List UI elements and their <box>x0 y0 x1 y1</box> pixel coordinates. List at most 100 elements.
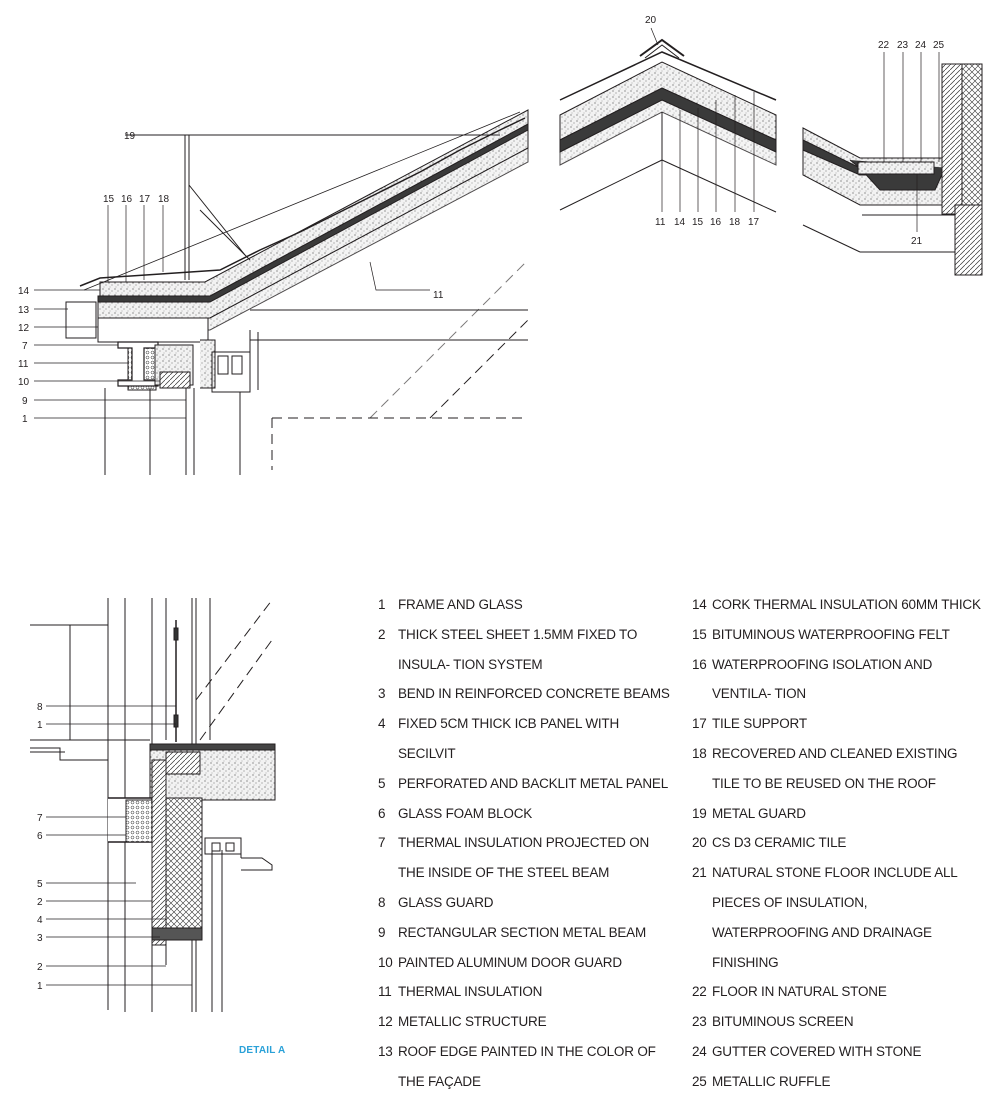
callout-label: 17 <box>748 217 760 228</box>
legend-number: 16 <box>692 656 707 672</box>
callout-label: 5 <box>37 879 43 890</box>
legend-text: BITUMINOUS WATERPROOFING FELT <box>712 626 950 642</box>
legend-text: RECOVERED AND CLEANED EXISTING TILE TO B… <box>712 745 958 791</box>
legend-number: 22 <box>692 984 707 1000</box>
legend-number: 11 <box>378 984 392 1000</box>
legend-item: 9 RECTANGULAR SECTION METAL BEAM <box>378 918 678 948</box>
legend-item: 2 THICK STEEL SHEET 1.5MM FIXED TO INSULA… <box>378 620 678 680</box>
legend-text: GUTTER COVERED WITH STONE <box>712 1043 922 1059</box>
legend-number: 20 <box>692 835 707 851</box>
legend-text: PERFORATED AND BACKLIT METAL PANEL <box>398 775 669 791</box>
legend-number: 4 <box>378 716 386 732</box>
legend-text: ROOF EDGE PAINTED IN THE COLOR OF THE FA… <box>398 1043 656 1089</box>
legend-text: TILE SUPPORT <box>712 716 807 732</box>
legend-item: 12 METALLIC STRUCTURE <box>378 1007 678 1037</box>
callout-label: 7 <box>37 813 43 824</box>
callout-label: 19 <box>124 131 136 142</box>
callout-label: 11 <box>433 290 444 301</box>
legend-number: 7 <box>378 835 386 851</box>
callout-label: 18 <box>158 194 170 205</box>
gutter-callouts: 22 23 24 25 21 <box>878 40 945 247</box>
legend-number: 5 <box>378 775 386 791</box>
legend-item: 13 ROOF EDGE PAINTED IN THE COLOR OF THE … <box>378 1037 678 1097</box>
roof-tiles <box>79 111 526 291</box>
eaves-callouts: 14 13 12 7 11 10 9 1 15 16 17 18 19 11 <box>18 131 444 425</box>
legend-item: 7 THERMAL INSULATION PROJECTED ON THE INS… <box>378 828 678 888</box>
callout-label: 10 <box>18 377 30 388</box>
ridge-callouts: 20 11 14 15 16 18 17 <box>645 15 760 228</box>
callout-label: 22 <box>878 40 890 51</box>
callout-label: 14 <box>674 217 686 228</box>
legend-number: 17 <box>692 716 707 732</box>
legend-number: 9 <box>378 924 386 940</box>
legend-number: 21 <box>692 865 707 881</box>
legend-number: 15 <box>692 626 707 642</box>
legend-number: 19 <box>692 805 707 821</box>
callout-label: 1 <box>37 981 43 992</box>
legend-item: 5 PERFORATED AND BACKLIT METAL PANEL <box>378 769 678 799</box>
legend-number: 13 <box>378 1043 393 1059</box>
eaves-section <box>34 109 529 475</box>
detail-callouts: 8 1 7 6 5 2 4 3 2 1 <box>37 702 43 992</box>
callout-label: 2 <box>37 962 43 973</box>
legend-text: THERMAL INSULATION PROJECTED ON THE INSI… <box>398 835 650 881</box>
callout-label: 1 <box>37 720 43 731</box>
legend-text: WATERPROOFING ISOLATION AND VENTILA- TIO… <box>712 656 933 702</box>
callout-label: 21 <box>911 236 923 247</box>
callout-label: 7 <box>22 341 28 352</box>
legend-item: 23 BITUMINOUS SCREEN <box>692 1007 992 1037</box>
legend-item: 18 RECOVERED AND CLEANED EXISTING TILE TO… <box>692 739 992 799</box>
callout-label: 2 <box>37 897 43 908</box>
callout-label: 18 <box>729 217 741 228</box>
legend-text: THICK STEEL SHEET 1.5MM FIXED TO INSULA-… <box>398 626 638 672</box>
callout-label: 17 <box>139 194 151 205</box>
callout-label: 6 <box>37 831 43 842</box>
legend-number: 12 <box>378 1014 393 1030</box>
callout-label: 16 <box>121 194 133 205</box>
legend-number: 23 <box>692 1014 707 1030</box>
legend-number: 2 <box>378 626 386 642</box>
legend-text: THERMAL INSULATION <box>398 984 543 1000</box>
legend-text: METALLIC STRUCTURE <box>398 1014 547 1030</box>
callout-label: 15 <box>692 217 704 228</box>
legend-item: 1 FRAME AND GLASS <box>378 590 678 620</box>
legend-text: CS D3 CERAMIC TILE <box>712 835 847 851</box>
callout-label: 14 <box>18 286 30 297</box>
legend-number: 1 <box>378 597 386 612</box>
legend-text: PAINTED ALUMINUM DOOR GUARD <box>398 954 622 970</box>
detail-a-section <box>30 598 276 1012</box>
callout-label: 9 <box>22 396 28 407</box>
legend-text: RECTANGULAR SECTION METAL BEAM <box>398 924 647 940</box>
legend-item: 20 CS D3 CERAMIC TILE <box>692 828 992 858</box>
callout-label: 23 <box>897 40 909 51</box>
callout-label: 3 <box>37 933 43 944</box>
legend-item: 15 BITUMINOUS WATERPROOFING FELT <box>692 620 992 650</box>
callout-label: 15 <box>103 194 115 205</box>
legend-item: 21 NATURAL STONE FLOOR INCLUDE ALL PIECES… <box>692 858 992 977</box>
legend-text: NATURAL STONE FLOOR INCLUDE ALL PIECES O… <box>712 865 958 970</box>
callout-label: 16 <box>710 217 722 228</box>
legend-text: GLASS FOAM BLOCK <box>398 805 533 821</box>
legend-text: CORK THERMAL INSULATION 60MM THICK <box>712 597 981 612</box>
callout-label: 25 <box>933 40 945 51</box>
legend-text: BITUMINOUS SCREEN <box>712 1014 854 1030</box>
legend-text: FRAME AND GLASS <box>398 597 523 612</box>
callout-label: 20 <box>645 15 657 26</box>
legend-item: 16 WATERPROOFING ISOLATION AND VENTILA- T… <box>692 650 992 710</box>
legend-text: GLASS GUARD <box>398 894 494 910</box>
legend-number: 18 <box>692 745 707 761</box>
gutter-section <box>802 52 983 276</box>
legend-number: 3 <box>378 686 386 702</box>
callout-label: 1 <box>22 414 28 425</box>
legend-left-column: 1 FRAME AND GLASS 2 THICK STEEL SHEET 1.5M… <box>378 590 678 1097</box>
callout-label: 11 <box>18 359 29 370</box>
